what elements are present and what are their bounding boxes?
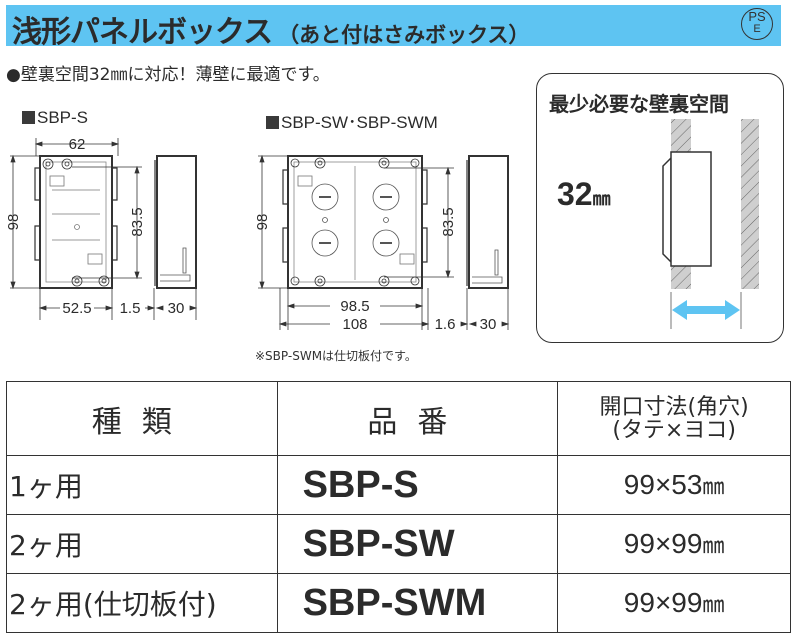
- panel-value: 32㎜: [557, 176, 611, 213]
- cell-dim: 99×99㎜: [557, 573, 791, 633]
- dim-value: 99×99: [623, 528, 703, 559]
- label-text: SBP-S: [37, 108, 89, 127]
- dim-inner-height: 83.5: [440, 207, 457, 236]
- cell-kind: 2ヶ用(仕切板付): [6, 573, 278, 633]
- cell-code: SBP-SWM: [276, 573, 559, 633]
- label-text: SBP-SW･SBP-SWM: [281, 113, 438, 132]
- dim-inner-width: 98.5: [340, 298, 369, 315]
- cell-dim: 99×99㎜: [557, 514, 791, 574]
- header-banner: 浅形パネルボックス（あと付はさみボックス）: [6, 5, 781, 50]
- pse-mark-icon: PS E: [741, 8, 773, 40]
- sbp-sw-drawing: 98 83.5 98.5 108 1.6 30: [254, 154, 510, 333]
- cell-code: SBP-SW: [276, 514, 559, 574]
- dim-width: 108: [342, 316, 367, 333]
- cell-kind: 2ヶ用: [6, 514, 278, 574]
- table-header-row: 種類 品番 開口寸法(角穴)(タテ×ヨコ): [6, 381, 791, 456]
- table-row: 2ヶ用(仕切板付) SBP-SWM 99×99㎜: [6, 573, 791, 633]
- drawing-label-sbp-s: SBP-S: [22, 108, 88, 128]
- header-kind: 種類: [6, 381, 278, 456]
- value-unit: ㎜: [592, 189, 611, 209]
- dim-depth: 30: [168, 300, 185, 317]
- dim-width: 62: [69, 136, 86, 153]
- pse-bottom-text: E: [753, 23, 761, 35]
- swm-note: ※SBP-SWMは仕切板付です。: [255, 349, 417, 363]
- dim-unit: ㎜: [702, 592, 725, 617]
- header-opening-line1: 開口寸法(角穴): [599, 394, 749, 420]
- wall-space-panel: 最少必要な壁裏空間 32㎜: [536, 73, 784, 343]
- value-number: 32: [557, 176, 593, 212]
- header-code: 品番: [276, 381, 559, 456]
- header-opening-line2: (タテ×ヨコ): [612, 417, 736, 443]
- dim-value: 99×99: [623, 587, 703, 618]
- page-title: 浅形パネルボックス（あと付はさみボックス）: [12, 7, 529, 51]
- table-row: 2ヶ用 SBP-SW 99×99㎜: [6, 514, 791, 574]
- dim-height: 98: [254, 214, 271, 231]
- header-opening: 開口寸法(角穴)(タテ×ヨコ): [557, 381, 791, 456]
- wall-cross-section-diagram: [662, 119, 759, 329]
- cell-dim: 99×53㎜: [557, 455, 791, 515]
- spec-table: 種類 品番 開口寸法(角穴)(タテ×ヨコ) 1ヶ用 SBP-S 99×53㎜ 2…: [6, 381, 791, 633]
- dim-flange: 1.5: [120, 300, 141, 317]
- page-subtitle: （あと付はさみボックス）: [278, 23, 530, 47]
- dim-unit: ㎜: [702, 533, 725, 558]
- sbp-s-drawing: 62 98 83.5 52.5 1.5 30: [5, 136, 198, 320]
- dim-inner-width: 52.5: [62, 300, 91, 317]
- lead-text: ●壁裏空間32㎜に対応！薄壁に最適です。: [6, 65, 330, 85]
- dim-height: 98: [5, 214, 22, 231]
- dim-inner-height: 83.5: [129, 207, 146, 236]
- square-bullet-icon: [22, 111, 35, 124]
- dim-depth: 30: [480, 316, 497, 333]
- title-text: 浅形パネルボックス: [12, 15, 273, 50]
- cell-code: SBP-S: [276, 455, 559, 515]
- panel-title: 最少必要な壁裏空間: [549, 92, 729, 116]
- cell-kind: 1ヶ用: [6, 455, 278, 515]
- dim-flange: 1.6: [435, 316, 456, 333]
- pse-top-text: PS: [748, 9, 766, 24]
- dim-value: 99×53: [623, 469, 703, 500]
- dim-unit: ㎜: [702, 474, 725, 499]
- square-bullet-icon: [266, 116, 279, 129]
- drawing-label-sbp-sw: SBP-SW･SBP-SWM: [266, 108, 438, 133]
- table-row: 1ヶ用 SBP-S 99×53㎜: [6, 455, 791, 515]
